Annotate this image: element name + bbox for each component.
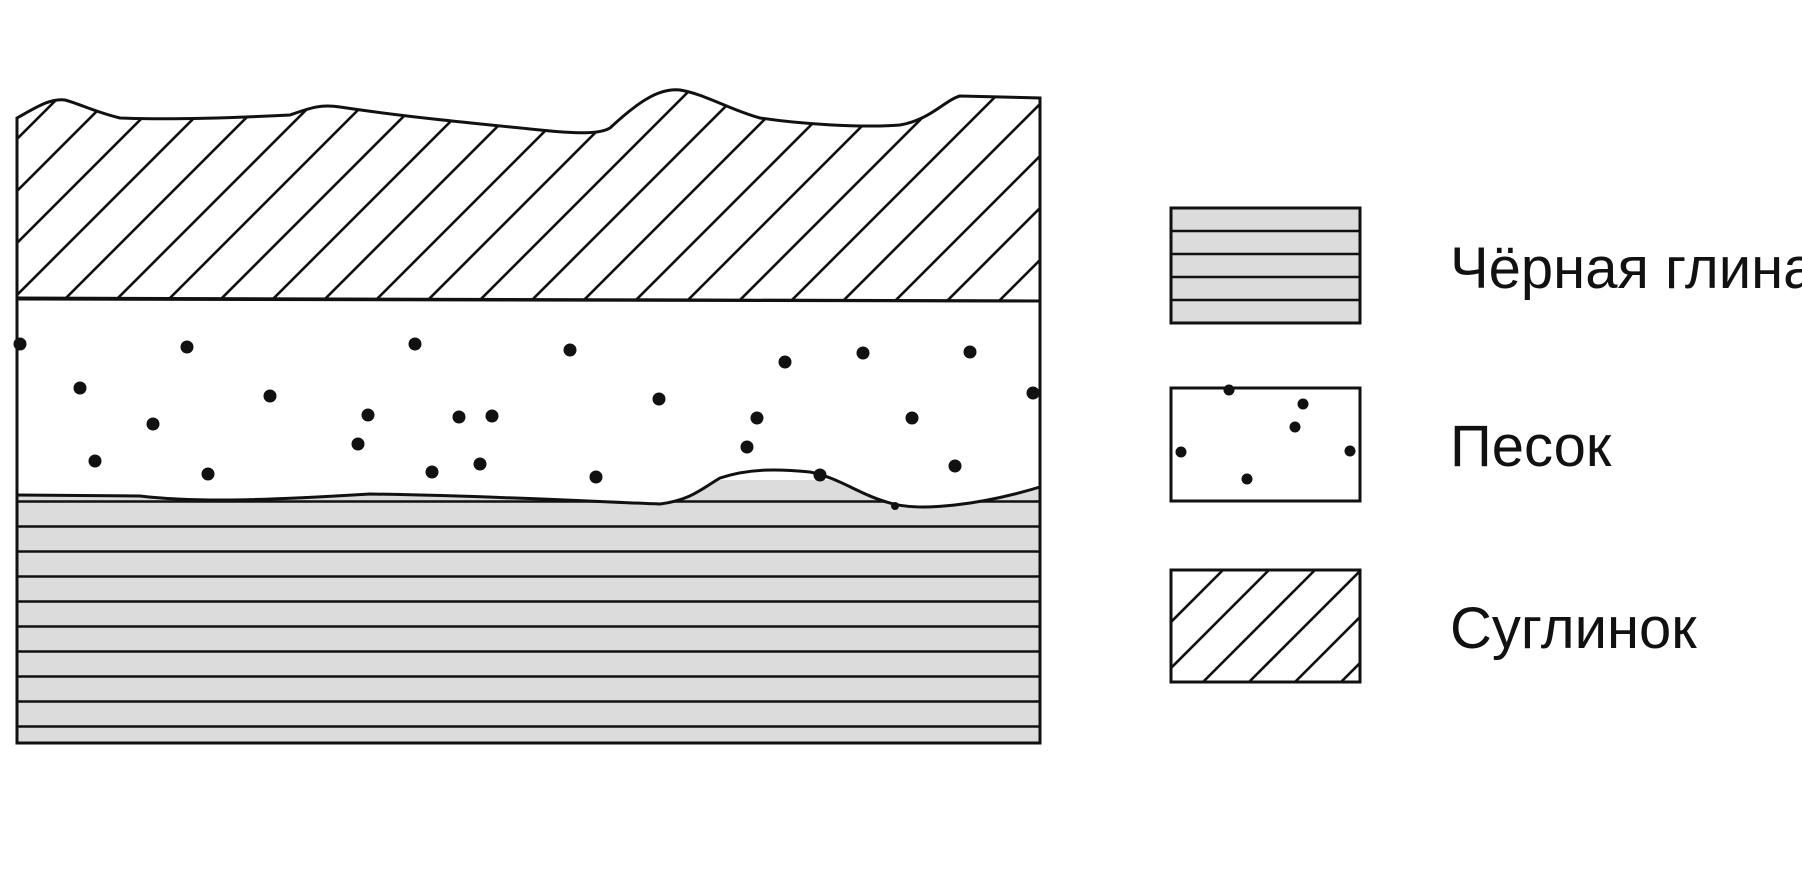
black-clay-layer xyxy=(17,480,1040,743)
sand-clay-boundary xyxy=(16,468,1041,509)
legend-label-sand: Песок xyxy=(1450,414,1612,479)
legend-item-black-clay: Чёрная глина xyxy=(1169,206,1802,325)
loam-layer xyxy=(15,88,1042,303)
legend: Чёрная глина Песок xyxy=(1169,206,1802,684)
sand-layer xyxy=(17,299,1040,507)
legend-swatch-sand xyxy=(1169,386,1362,503)
section-frame xyxy=(15,98,1042,745)
legend-label-black-clay: Чёрная глина xyxy=(1450,236,1802,301)
sand-dots xyxy=(13,337,1040,510)
legend-swatch-black-clay xyxy=(1171,208,1360,323)
soil-cross-section xyxy=(13,88,1042,745)
legend-item-sand: Песок xyxy=(1169,384,1612,503)
legend-label-loam: Суглинок xyxy=(1450,596,1697,661)
legend-item-loam: Суглинок xyxy=(1169,568,1697,684)
loam-sand-boundary xyxy=(16,296,1041,303)
